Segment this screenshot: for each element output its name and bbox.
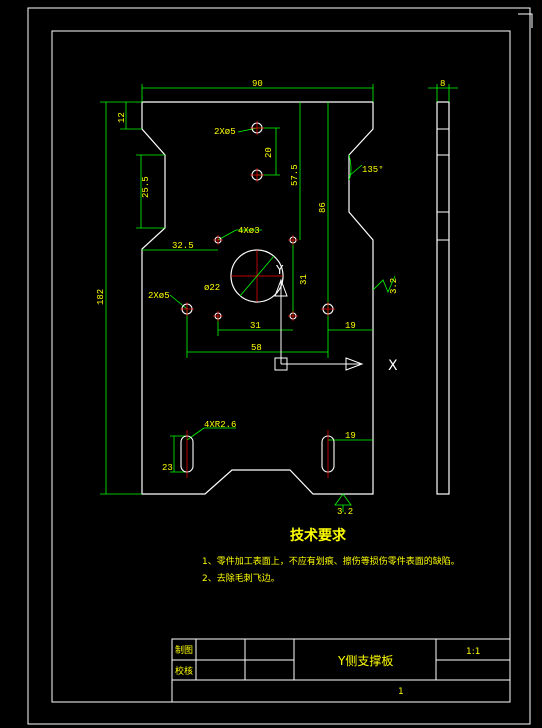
side-view-outline xyxy=(436,101,450,495)
sheet-outer-frame xyxy=(27,7,531,725)
dim-center-x: 32.5 xyxy=(172,241,194,251)
bore-diameter-leader xyxy=(239,255,275,297)
dimension-lines xyxy=(100,84,458,512)
dim-overall-width: 90 xyxy=(252,79,263,89)
dim-right-19-lower: 19 xyxy=(345,431,356,441)
note-top-holes: 2Xø5 xyxy=(214,127,236,137)
dim-side-thickness: 8 xyxy=(440,79,445,89)
title-block-scale: 1:1 xyxy=(466,647,480,657)
title-block-quantity: 1 xyxy=(398,687,404,697)
note-mid-holes: 2Xø5 xyxy=(148,291,170,301)
title-block-drawn-label: 制图 xyxy=(175,644,193,656)
ucs-icon xyxy=(274,278,364,371)
corner-mark xyxy=(518,13,533,28)
hole-centerlines xyxy=(180,121,335,478)
dim-span-58: 58 xyxy=(251,343,262,353)
x-axis-label: X xyxy=(388,358,398,374)
dim-hole-pair-vertical: 20 xyxy=(264,147,274,158)
dim-span-31: 31 xyxy=(250,321,261,331)
dim-overall-height: 182 xyxy=(96,289,106,305)
dim-left-notch: 25.5 xyxy=(141,176,151,198)
roughness-right: 3.2 xyxy=(389,278,399,294)
tech-item-2: 2、去除毛刺飞边。 xyxy=(202,572,280,584)
dim-slot-height: 23 xyxy=(162,463,173,473)
note-slots: 4XR2.6 xyxy=(204,420,236,430)
dim-angle: 135° xyxy=(362,165,384,175)
dim-height-86: 86 xyxy=(318,202,328,213)
dim-top-notch: 12 xyxy=(117,112,127,123)
dim-right-19-upper: 19 xyxy=(345,321,356,331)
tech-item-1: 1、零件加工表面上，不应有划痕、擦伤等损伤零件表面的缺陷。 xyxy=(202,555,460,567)
dim-height-57-5: 57.5 xyxy=(290,164,300,186)
roughness-bottom: 3.2 xyxy=(337,507,353,517)
dim-big-circle: ø22 xyxy=(204,283,220,293)
title-block-part-name: Y侧支撑板 xyxy=(337,653,393,668)
dim-height-31: 31 xyxy=(299,274,309,285)
y-axis-label: Y xyxy=(275,263,284,277)
title-block xyxy=(171,638,511,703)
title-block-checked-label: 校核 xyxy=(175,665,193,677)
sheet-inner-border xyxy=(51,30,511,703)
tech-requirements-title: 技术要求 xyxy=(290,527,347,544)
part-outline xyxy=(141,101,374,495)
note-small-holes: 4Xø3 xyxy=(238,226,260,236)
